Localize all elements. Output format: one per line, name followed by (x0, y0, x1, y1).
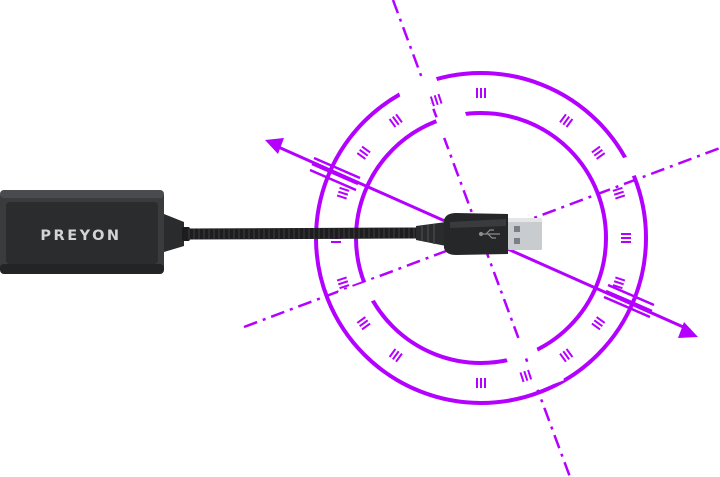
strain-relief-right (416, 222, 446, 246)
ring-tick (612, 276, 626, 290)
ring-tick (336, 276, 350, 290)
usb-adapter: PREYON (0, 190, 542, 274)
ring-tick (612, 186, 626, 200)
usb-symbol-icon (478, 229, 500, 239)
ring-tick (356, 145, 371, 160)
ring-tick (591, 145, 606, 160)
ring-tick (476, 378, 486, 388)
adapter-face (6, 202, 158, 264)
arrow-crossing-hatches (309, 156, 655, 319)
ring-gaps (337, 72, 645, 394)
strain-relief-left (164, 214, 184, 252)
usb-metal-connector (508, 218, 542, 250)
ring-tick (621, 233, 631, 243)
ring-tick (559, 113, 574, 128)
arrow-head-icon (678, 322, 698, 338)
ring-tick (519, 369, 533, 383)
ring-tick-marks (331, 88, 631, 388)
ring-tick (388, 113, 403, 128)
ring-tick (476, 88, 486, 98)
arrow-head-icon (265, 138, 284, 154)
ring-tick (559, 348, 574, 363)
ring-tick (388, 348, 403, 363)
ring-tick (591, 316, 606, 331)
ring-tick (429, 93, 443, 107)
ring-tick (336, 186, 350, 200)
ring-tick (356, 316, 371, 331)
brand-label: PREYON (40, 228, 121, 244)
